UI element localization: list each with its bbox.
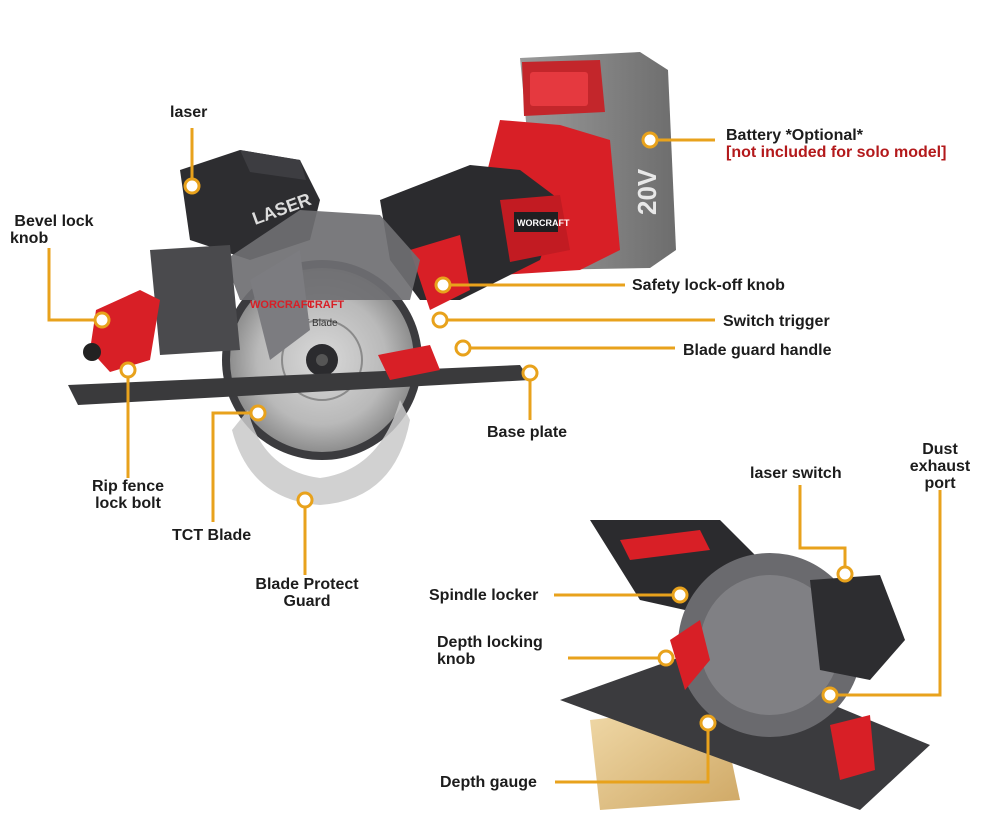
dot-battery [641,131,659,149]
dot-switch-trigger [431,311,449,329]
label-blade-protect-line2: Guard [283,593,331,610]
dot-rip-fence [119,361,137,379]
label-depth-locking-knob: Depth locking knob [437,634,543,668]
bevel-knob-bolt [83,343,101,361]
guard-face [250,250,310,360]
motor-body: WORCRAFT [380,120,620,310]
dot-laser-switch [836,565,854,583]
bevel-knob-shape [90,290,160,372]
label-switch-trigger: Switch trigger [723,313,830,330]
label-safety-lock-off-knob: Safety lock-off knob [632,277,785,294]
dot-blade-guard-handle [454,339,472,357]
dot-spindle-locker [671,586,689,604]
guard-brand-mark: WORCRAFT [250,299,314,311]
label-rip-fence-line1: Rip fence [91,478,164,495]
label-tct-blade: TCT Blade [172,527,252,544]
handle-brand-mark: WORCRAFT [517,218,570,228]
label-blade-protect-line1: Blade Protect [255,576,359,593]
label-dust-exhaust-port: Dust exhaust port [898,441,982,492]
dot-laser [183,177,201,195]
callout-dots [93,131,854,732]
lower-blade-guard [232,400,410,505]
label-blade-protect-guard: Blade Protect Guard [240,576,374,610]
dot-safety-lock [434,276,452,294]
label-laser: laser [170,104,208,121]
blade-guard-handle-shape [378,345,440,380]
dot-depth-gauge [699,714,717,732]
label-depth-locking-line1: Depth locking [437,634,543,651]
label-rip-fence-line2: lock bolt [95,495,161,512]
detail-depth-knob [670,620,710,690]
label-battery-note: [not included for solo model] [726,144,947,161]
label-laser-switch: laser switch [750,465,842,482]
label-blade-guard-handle: Blade guard handle [683,342,832,359]
dot-base-plate [521,364,539,382]
label-depth-gauge: Depth gauge [440,774,537,791]
dot-tct-blade [249,404,267,422]
label-base-plate: Base plate [487,424,568,441]
label-battery: Battery *Optional* [not included for sol… [726,127,946,161]
label-bevel-lock-knob: Bevel lock knob [10,213,98,247]
detail-laser-housing [810,575,905,680]
label-rip-fence-lock-bolt: Rip fence lock bolt [78,478,178,512]
dot-dust-port [821,686,839,704]
label-battery-line1: Battery *Optional* [726,127,863,144]
label-dust-line1: Dust [922,441,958,458]
front-housing [150,245,240,355]
label-depth-locking-line2: knob [437,651,476,668]
main-saw-illustration: 20V WORCRAFT LASER WORCRAFT TCT Blade [68,52,676,505]
label-bevel-lock-knob-line1: Bevel lock [14,213,94,230]
battery-voltage-mark: 20V [632,168,662,215]
dot-bevel-lock [93,311,111,329]
detail-saw-illustration [560,520,930,810]
label-spindle-locker: Spindle locker [429,587,539,604]
dot-depth-locking [657,649,675,667]
label-dust-line2: exhaust [909,458,971,475]
label-dust-line3: port [924,475,956,492]
blade-text-mark: TCT Blade [290,318,338,329]
detail-bevel-knob [830,715,875,780]
label-bevel-lock-knob-line2: knob [10,230,49,247]
dot-blade-protect [296,491,314,509]
